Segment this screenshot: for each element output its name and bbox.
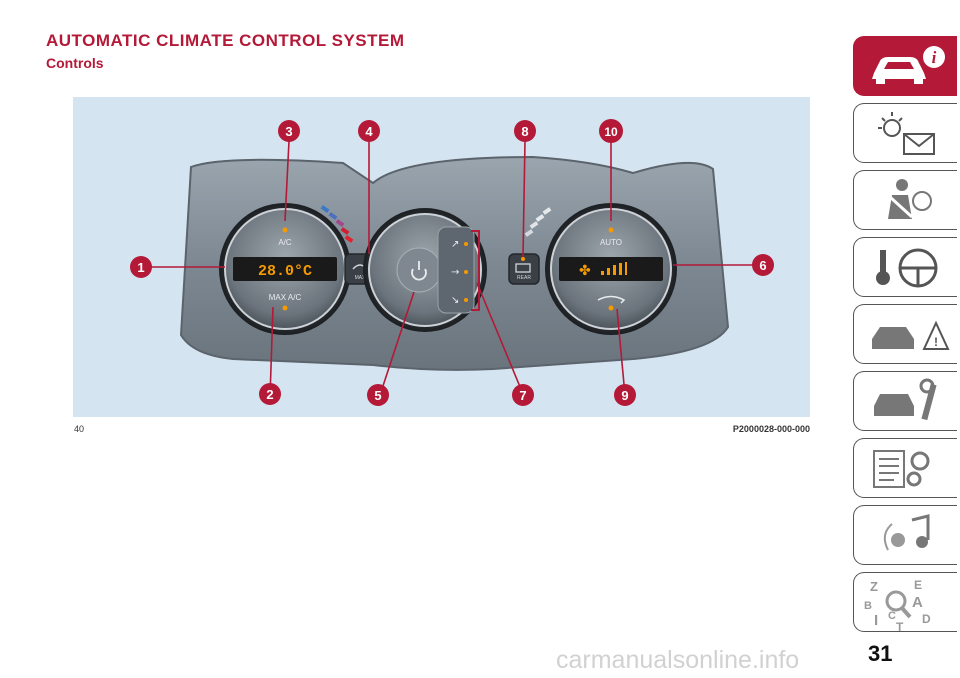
- callout-3: 3: [285, 124, 292, 139]
- tab-starting-driving[interactable]: [853, 237, 957, 297]
- page-title: AUTOMATIC CLIMATE CONTROL SYSTEM: [46, 31, 405, 50]
- index-letter-e: E: [914, 578, 922, 592]
- figure-code: P2000028-000-000: [732, 424, 810, 434]
- tab-safety[interactable]: [853, 170, 957, 230]
- car-crash-warning-icon: !: [872, 320, 950, 350]
- callout-9: 9: [621, 388, 628, 403]
- lights-message-icon: [878, 112, 935, 155]
- tab-lights-messages[interactable]: [853, 103, 957, 163]
- seat-belt-airbag-icon: [888, 179, 932, 219]
- tab-multimedia[interactable]: [853, 505, 957, 565]
- max-defrost-label: MAX: [355, 275, 367, 281]
- callout-2: 2: [266, 387, 273, 402]
- tab-service[interactable]: [853, 371, 957, 431]
- callout-leaders: [145, 140, 761, 398]
- svg-text:→: →: [451, 267, 459, 278]
- tab-specifications[interactable]: [853, 438, 957, 498]
- max-ac-indicator-led: [282, 305, 288, 311]
- index-letter-d: D: [922, 612, 931, 626]
- climate-control-figure: A/C 28.0°C MAX A/C MAX: [73, 97, 810, 417]
- car-info-icon: i: [872, 46, 945, 84]
- auto-label: AUTO: [600, 238, 622, 247]
- index-letter-a: A: [912, 594, 923, 611]
- callout-5: 5: [374, 388, 381, 403]
- hot-scale-marks: [320, 205, 354, 243]
- callout-7: 7: [519, 388, 526, 403]
- fan-speed-readout: ✤: [579, 262, 627, 279]
- index-letter-b: B: [864, 600, 872, 612]
- key-steering-wheel-icon: [876, 248, 938, 288]
- index-letter-c: C: [888, 610, 896, 622]
- index-search-icon: Z E B A I C T D: [864, 578, 931, 634]
- svg-text:✤: ✤: [579, 263, 591, 279]
- svg-text:!: !: [934, 335, 938, 349]
- callout-1: 1: [137, 260, 144, 275]
- index-letter-z: Z: [870, 579, 878, 594]
- svg-text:i: i: [932, 48, 937, 67]
- temperature-readout: 28.0°C: [258, 263, 312, 280]
- recirculation-indicator-led: [608, 305, 614, 311]
- center-air-distribution-knob: ↗ → ↘: [363, 208, 487, 332]
- fan-scale-marks: [524, 207, 552, 237]
- temperature-display: [233, 257, 337, 281]
- climate-panel-illustration: A/C 28.0°C MAX A/C MAX: [130, 119, 774, 406]
- tab-car-info[interactable]: i: [853, 36, 957, 96]
- fan-display: [559, 257, 663, 281]
- callout-4: 4: [365, 124, 373, 139]
- right-fan-knob: AUTO ✤: [545, 203, 677, 335]
- svg-text:↘: ↘: [451, 295, 459, 306]
- auto-indicator-led: [608, 227, 614, 233]
- index-letter-t: T: [896, 620, 904, 634]
- music-note-icon: [883, 514, 930, 551]
- page-number: 31: [868, 641, 893, 666]
- svg-text:↗: ↗: [451, 239, 459, 250]
- watermark: carmanualsonline.info: [556, 646, 800, 674]
- recirculation-icon: [597, 295, 626, 304]
- callouts: 1 2 3 4 5 6 7 8 9 10: [130, 119, 774, 406]
- figure-number: 40: [74, 424, 85, 434]
- tab-emergency[interactable]: !: [853, 304, 957, 364]
- specs-gears-icon: [873, 450, 930, 488]
- ac-indicator-led: [282, 227, 288, 233]
- rear-defrost-button: REAR: [508, 253, 540, 285]
- left-temperature-knob: A/C 28.0°C MAX A/C: [219, 203, 351, 335]
- car-wrench-icon: [874, 378, 937, 421]
- callout-6: 6: [759, 258, 766, 273]
- section-subtitle: Controls: [46, 55, 104, 71]
- index-letter-i: I: [874, 612, 878, 629]
- rear-defrost-label: REAR: [517, 275, 531, 281]
- max-ac-label: MAX A/C: [269, 293, 302, 302]
- air-distribution-buttons: ↗ → ↘: [451, 239, 468, 306]
- tab-index[interactable]: Z E B A I C T D: [853, 572, 957, 634]
- ac-label: A/C: [278, 238, 292, 247]
- power-icon: [411, 261, 427, 281]
- callout-8: 8: [521, 124, 528, 139]
- callout-10: 10: [604, 125, 618, 139]
